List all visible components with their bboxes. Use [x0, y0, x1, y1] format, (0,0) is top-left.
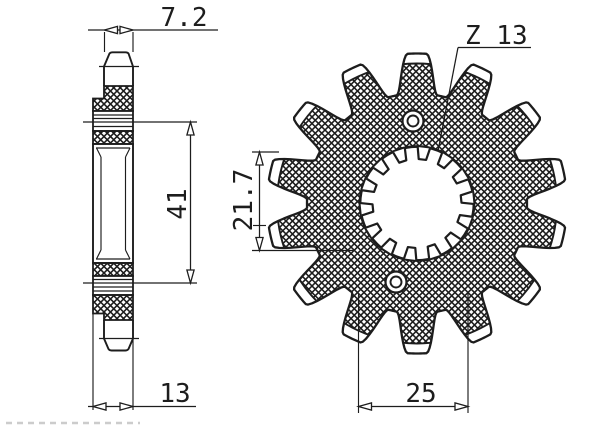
- dimension-spline-height: 21.7: [229, 149, 353, 253]
- dimension-bottom-width: 25: [356, 293, 471, 413]
- leader-line: [437, 47, 459, 152]
- arrowhead-down: [186, 269, 195, 286]
- arrowhead-right: [119, 25, 136, 35]
- spline-tooth: [361, 177, 378, 194]
- spline-tooth: [456, 213, 473, 230]
- side-hub-section: [92, 143, 134, 264]
- dimension-top-width-value: 7.2: [161, 3, 208, 33]
- spline-tooth: [444, 231, 462, 249]
- arrowhead-left: [90, 402, 107, 411]
- spline-tooth: [451, 168, 469, 185]
- side-bottom-tooth: [103, 320, 134, 352]
- side-rim-top: [92, 110, 134, 132]
- dimension-bottom-width-value: 25: [405, 379, 436, 409]
- side-rim-bottom: [92, 275, 134, 296]
- sprocket-outline: [267, 52, 567, 355]
- side-hub-chamfers: [95, 147, 131, 260]
- mounting-holes: [384, 109, 425, 294]
- spline-bore: [358, 145, 476, 262]
- dimension-hub-width: 13: [88, 313, 196, 411]
- dimension-spline-height-value: 21.7: [229, 169, 259, 232]
- spline-tooth: [416, 146, 432, 162]
- side-top-tooth: [103, 51, 134, 86]
- spline-teeth: [360, 146, 474, 261]
- dimension-top-width: 7.2: [88, 3, 218, 52]
- spline-tooth: [380, 237, 398, 255]
- spline-tooth: [372, 158, 390, 176]
- side-view: [92, 51, 139, 352]
- arrowhead-right: [119, 402, 136, 411]
- dimension-hub-width-value: 13: [159, 379, 190, 409]
- arrowhead-up: [255, 149, 264, 166]
- mounting-hole-bottom: [389, 275, 403, 289]
- side-hatch-band: [92, 130, 134, 145]
- arrowhead-right: [454, 402, 471, 411]
- arrowhead-left: [102, 25, 119, 35]
- front-view: [267, 52, 567, 355]
- spline-tooth: [360, 201, 375, 217]
- side-hatch-block-top: [92, 85, 134, 112]
- spline-tooth: [402, 245, 418, 261]
- side-hatch-block-bottom: [92, 294, 134, 321]
- arrowhead-left: [356, 402, 373, 411]
- arrowhead-down: [255, 236, 264, 253]
- dimension-hub-height-value: 41: [163, 188, 193, 219]
- teeth-count-label: Z 13: [437, 21, 531, 152]
- spline-tooth: [365, 222, 383, 239]
- spline-tooth: [392, 148, 408, 164]
- dimension-hub-height: 41: [83, 119, 197, 286]
- mounting-hole-top: [406, 114, 420, 128]
- spline-tooth: [459, 190, 474, 206]
- spline-tooth: [426, 243, 442, 259]
- teeth-count-value: Z 13: [465, 21, 528, 51]
- spline-tooth: [436, 152, 454, 170]
- side-hatch-band: [92, 262, 134, 277]
- arrowhead-up: [186, 119, 195, 136]
